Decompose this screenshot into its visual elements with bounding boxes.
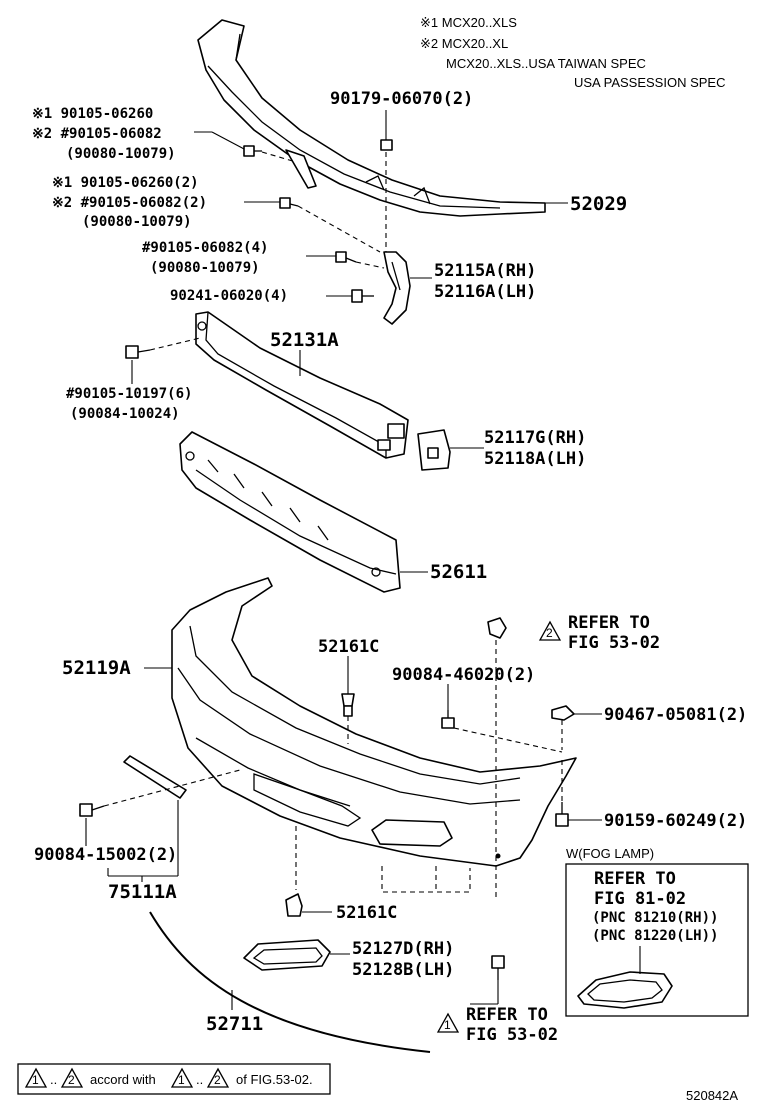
- label-52131: 52131A: [270, 329, 339, 351]
- bolt-e-icon: [125, 345, 151, 359]
- fog-lamp-box: [565, 863, 749, 1017]
- label-refer-bot-1: REFER TO: [466, 1005, 548, 1025]
- note-spec-4: USA PASSESSION SPEC: [574, 75, 725, 90]
- bolt-c-icon: [335, 251, 357, 263]
- label-bolt-a-2: ※2 #90105-06082: [32, 126, 162, 142]
- label-52116: 52116A(LH): [434, 282, 536, 302]
- triangle-1-bottom-num: 1: [444, 1018, 451, 1032]
- label-screw-90159: 90159-60249(2): [604, 811, 747, 831]
- absorber-52611: [179, 431, 401, 593]
- label-nut-90467: 90467-05081(2): [604, 705, 747, 725]
- label-bolt-a-3: (90080-10079): [66, 146, 176, 162]
- triangle-1-bottom-icon: [436, 1012, 460, 1033]
- label-52119: 52119A: [62, 657, 131, 679]
- label-52161-top: 52161C: [318, 637, 379, 657]
- legend-box: [17, 1063, 331, 1095]
- label-refer-top-1: REFER TO: [568, 613, 650, 633]
- legend-sep-2: ..: [196, 1072, 203, 1087]
- label-52128: 52128B(LH): [352, 960, 454, 980]
- legend-triangle-1a-num: 1: [32, 1073, 39, 1087]
- fog-box-title: W(FOG LAMP): [566, 846, 654, 861]
- label-52117: 52117G(RH): [484, 428, 586, 448]
- clip-52161-bottom-icon: [285, 893, 303, 917]
- legend-triangle-1b-num: 1: [178, 1073, 185, 1087]
- label-bolt-b-2: ※2 #90105-06082(2): [52, 195, 207, 211]
- legend-triangle-2a: [60, 1067, 84, 1088]
- legend-triangle-1a: [24, 1067, 48, 1088]
- bolt-b-icon: [279, 197, 299, 209]
- label-bolt-c-2: (90080-10079): [150, 260, 260, 276]
- legend-triangle-2b-num: 2: [214, 1073, 221, 1087]
- label-refer-top-2: FIG 53-02: [568, 633, 660, 653]
- label-52711: 52711: [206, 1013, 263, 1035]
- moulding-52711: [149, 911, 431, 1053]
- label-bolt-c-1: #90105-06082(4): [142, 240, 268, 256]
- label-nut-90179: 90179-06070(2): [330, 89, 473, 109]
- clip-top-right-icon: [487, 617, 507, 639]
- screw-90084-15002-icon: [79, 803, 105, 817]
- fog-refer-2: FIG 81-02: [594, 889, 686, 909]
- fog-pnc-1: (PNC 81210(RH)): [592, 910, 718, 926]
- note-spec-2: ※2 MCX20..XL: [420, 36, 508, 51]
- label-bolt-e-1: #90105-10197(6): [66, 386, 192, 402]
- label-52115: 52115A(RH): [434, 261, 536, 281]
- label-52127: 52127D(RH): [352, 939, 454, 959]
- bracket-75111-icon: [123, 755, 187, 799]
- fog-lamp-icon: [577, 946, 673, 1009]
- note-spec-1: ※1 MCX20..XLS: [420, 15, 517, 30]
- legend-triangle-2b: [206, 1067, 230, 1088]
- clip-52161-top-icon: [341, 693, 355, 717]
- retainer-52029: [197, 19, 546, 217]
- nut-90467-icon: [551, 705, 575, 721]
- legend-accord: accord with: [90, 1072, 156, 1087]
- label-screw-90084-15002: 90084-15002(2): [34, 845, 177, 865]
- label-52611: 52611: [430, 561, 487, 583]
- label-52118: 52118A(LH): [484, 449, 586, 469]
- label-bolt-e-2: (90084-10024): [70, 406, 180, 422]
- bolt-d-icon: [351, 289, 374, 303]
- label-bolt-b-1: ※1 90105-06260(2): [52, 175, 199, 191]
- triangle-2-top-num: 2: [546, 626, 553, 640]
- screw-90159-icon: [555, 802, 569, 827]
- fog-refer-1: REFER TO: [594, 869, 676, 889]
- legend-of: of FIG.53-02.: [236, 1072, 313, 1087]
- diagram-id: 520842A: [686, 1088, 738, 1103]
- label-bolt-b-3: (90080-10079): [82, 214, 192, 230]
- label-bolt-d: 90241-06020(4): [170, 288, 288, 304]
- label-75111: 75111A: [108, 881, 177, 903]
- bolt-a-icon: [243, 145, 262, 157]
- bracket-52115-icon: [383, 251, 411, 325]
- legend-triangle-1b: [170, 1067, 194, 1088]
- label-bolt-a-1: ※1 90105-06260: [32, 106, 153, 122]
- clip-90084-46020-icon: [441, 710, 455, 729]
- clip-bottom-icon: [491, 955, 505, 980]
- legend-sep-1: ..: [50, 1072, 57, 1087]
- fog-cover-52127-icon: [243, 939, 331, 971]
- fog-pnc-2: (PNC 81220(LH)): [592, 928, 718, 944]
- label-52161-bottom: 52161C: [336, 903, 397, 923]
- label-clip-90084-46020: 90084-46020(2): [392, 665, 535, 685]
- note-spec-3: MCX20..XLS..USA TAIWAN SPEC: [446, 56, 646, 71]
- triangle-2-top-icon: [538, 620, 562, 641]
- nut-90179-icon: [380, 110, 393, 151]
- legend-triangle-2a-num: 2: [68, 1073, 75, 1087]
- label-52029: 52029: [570, 193, 627, 215]
- label-refer-bot-2: FIG 53-02: [466, 1025, 558, 1045]
- reinforcement-52131: [195, 311, 409, 459]
- bumper-cover-52119: [171, 577, 577, 867]
- stopper-52117-icon: [417, 429, 451, 471]
